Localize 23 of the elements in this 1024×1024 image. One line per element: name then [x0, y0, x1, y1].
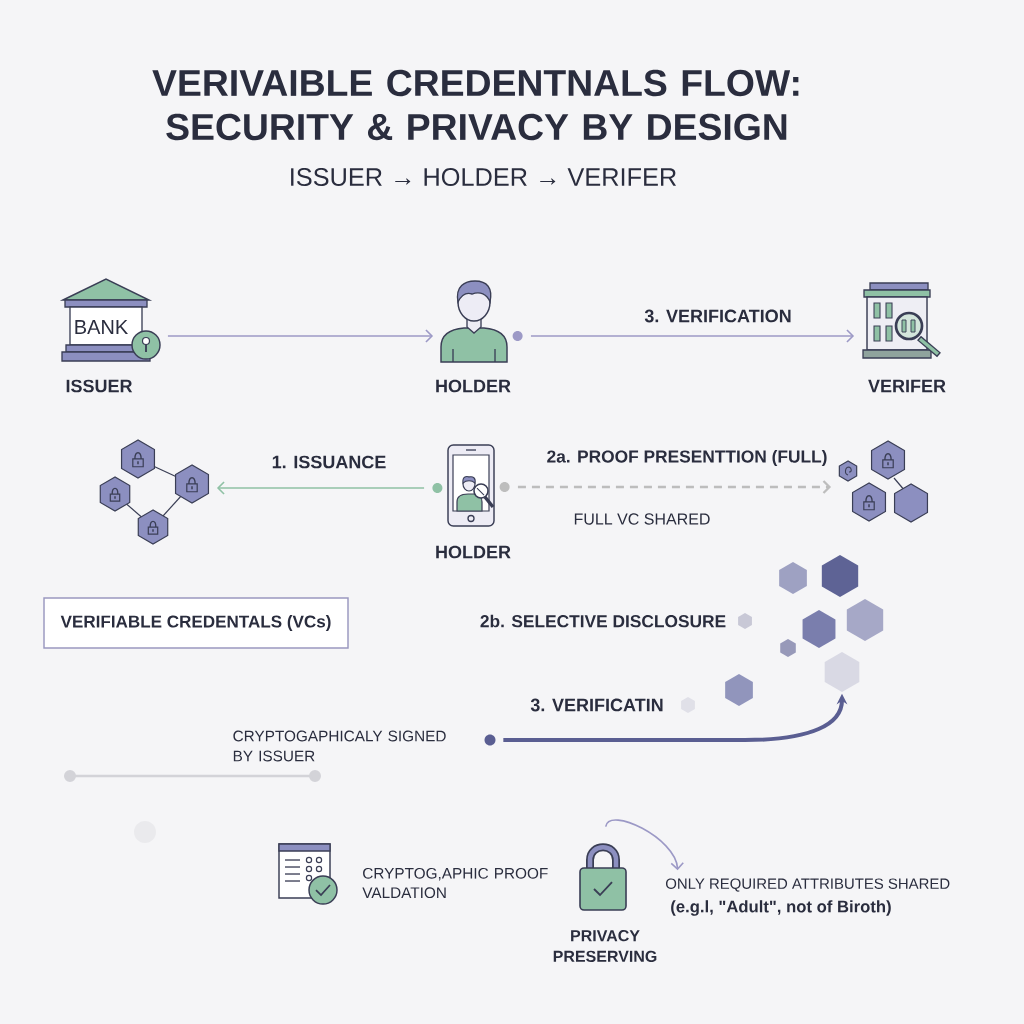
title: VERIVAIBLE CREDENTNALS FLOW: SECURITY & PRIVACY BY DESIGN — [152, 69, 799, 141]
hexagon-cluster-icon — [838, 440, 929, 523]
arrow — [167, 329, 434, 343]
hexagon-network-icon — [99, 439, 210, 545]
edge-label: 1. ISSUANCE — [270, 454, 388, 470]
hexagon — [824, 652, 860, 692]
note-text: FULL VC SHARED — [574, 513, 710, 525]
node-label: CRYPTOG,APHIC PROOF VALDATION — [362, 867, 548, 899]
note-text: (e.g.l, "Adult", not of Biroth) — [671, 900, 891, 916]
node-label: ISSUER — [66, 379, 133, 393]
arrow — [604, 819, 685, 871]
node-label: VERIFER — [868, 379, 946, 393]
subtitle: ISSUER → HOLDER → VERIFER — [291, 168, 677, 186]
edge-label: 3. VERIFICATIN — [529, 697, 665, 713]
node-label: PRIVACY PRESERVING — [553, 930, 657, 962]
node-label: HOLDER — [436, 379, 511, 393]
label-box: VERIFIABLE CREDENTALS (VCs) — [43, 597, 349, 649]
note-text: ONLY REQUIRED ATTRIBUTES SHARED — [666, 878, 950, 892]
step-label: 2b. SELECTIVE DISCLOSURE — [480, 614, 726, 628]
edge-label: 3. VERIFICATION — [643, 308, 793, 324]
note-text: CRYPTOGAPHICALY SIGNED BY ISSUER — [233, 730, 446, 762]
arrow — [517, 480, 832, 494]
node-label: HOLDER — [436, 545, 511, 559]
